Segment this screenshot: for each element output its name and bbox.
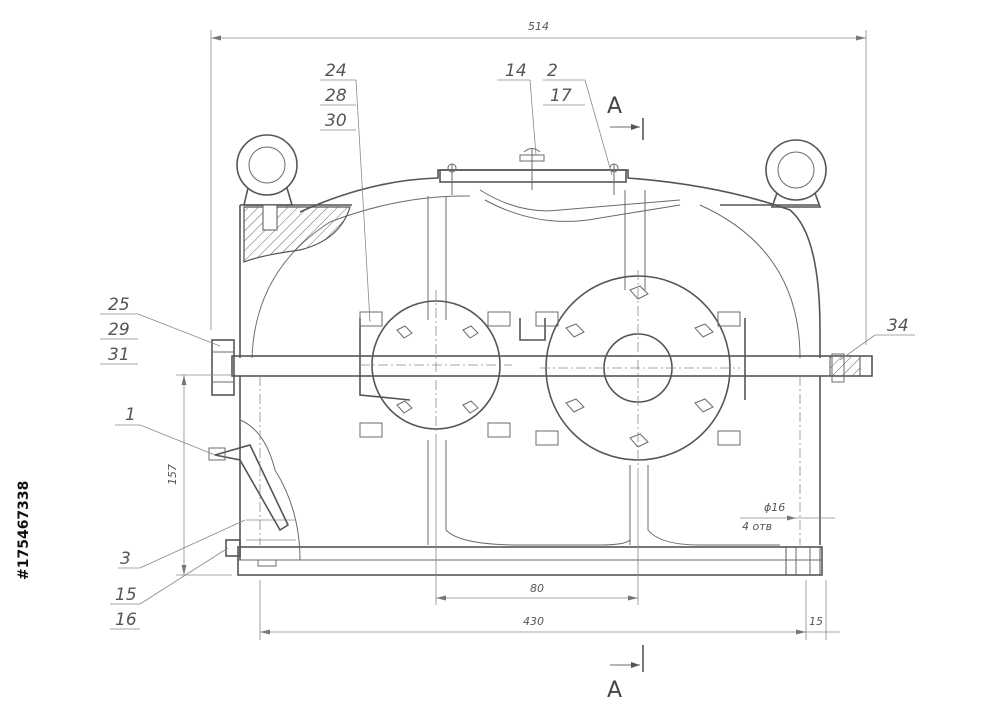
lifting-eye-left [236, 134, 298, 206]
dimension-base-width: 430 15 [259, 580, 840, 640]
callouts: 24 28 30 14 2 17 25 29 31 34 1 3 15 16 [108, 61, 909, 630]
lifting-eye-right [765, 139, 827, 208]
section-label-top: A [607, 94, 622, 119]
dimension-514-label: 514 [528, 20, 549, 33]
dimension-holes: ϕ16 4 отв [740, 501, 835, 533]
callout-3: 3 [120, 549, 131, 569]
dimension-overall-width: 514 [210, 20, 867, 345]
callout-16: 16 [115, 610, 137, 630]
bearing-left [360, 290, 512, 440]
section-label-bottom: A [607, 678, 622, 703]
dimension-15-label: 15 [809, 615, 823, 628]
flange-bolts [211, 311, 845, 446]
stock-id-label: #175467338 [16, 481, 32, 580]
callout-15: 15 [115, 585, 137, 605]
dimension-430-label: 430 [523, 615, 544, 628]
callout-17: 17 [550, 86, 572, 106]
leader-lines [100, 79, 915, 630]
callout-2: 2 [547, 61, 558, 81]
callout-14: 14 [505, 61, 527, 81]
housing-base [208, 376, 823, 576]
callout-1: 1 [125, 405, 136, 425]
dimension-157-label: 157 [166, 464, 179, 485]
dimension-center-distance: 80 [435, 440, 639, 605]
section-marker-top: A [607, 94, 644, 140]
dimension-80-label: 80 [530, 582, 544, 595]
callout-31: 31 [108, 345, 130, 365]
housing-cover [239, 148, 821, 359]
hole-diameter-label: ϕ16 [764, 501, 785, 514]
housing-ribs [427, 190, 780, 546]
callout-28: 28 [325, 86, 347, 106]
callout-34: 34 [887, 316, 909, 336]
callout-24: 24 [325, 61, 347, 81]
callout-30: 30 [325, 111, 347, 131]
dimension-height: 157 [166, 374, 232, 576]
bearing-right [540, 270, 740, 470]
hole-count-label: 4 отв [742, 520, 772, 533]
callout-25: 25 [108, 295, 130, 315]
callout-29: 29 [108, 320, 130, 340]
housing-flange [231, 318, 873, 401]
section-marker-bottom: A [607, 645, 644, 703]
